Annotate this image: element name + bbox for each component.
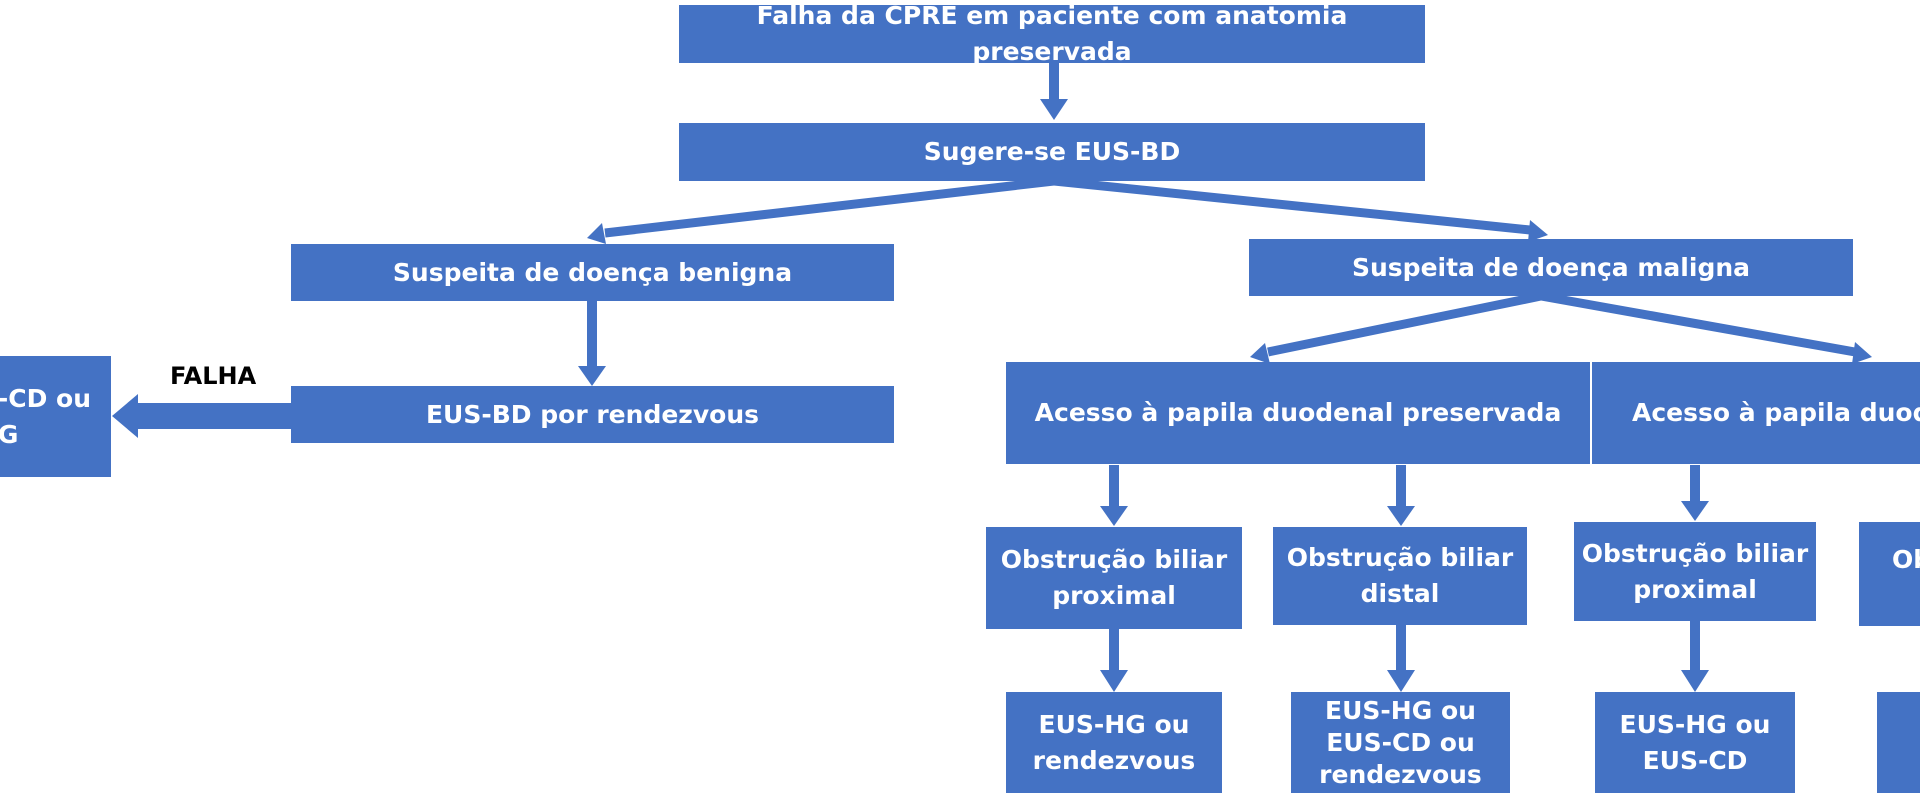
arrowhead-malign-to-papila-right xyxy=(1852,342,1872,364)
node-papila-right: Acesso à papila duoden xyxy=(1592,362,1920,464)
node-benign: Suspeita de doença benigna xyxy=(291,244,894,301)
node-eusbd: Sugere-se EUS-BD xyxy=(679,123,1425,181)
arrow-malign-to-papila-preserved xyxy=(1267,291,1542,357)
arrowhead-eusbd-to-malign xyxy=(1528,220,1548,242)
node-res-2: EUS-HG ou EUS-CD ou rendezvous xyxy=(1291,692,1510,793)
arrowhead-malign-to-papila-preserved xyxy=(1250,343,1270,364)
arrowhead-benign-to-rendezvous xyxy=(578,366,606,386)
arrow-malign-to-papila-right xyxy=(1540,291,1856,357)
arrowhead-papila-to-obs-dist-1 xyxy=(1387,506,1415,526)
node-left-partial: -CD ou G xyxy=(0,356,111,477)
arrowhead-papila-to-obs-prox-1 xyxy=(1100,506,1128,526)
arrowhead-obs-prox-2-to-res-3 xyxy=(1681,670,1709,692)
node-res-right-partial xyxy=(1877,692,1920,793)
node-res-1: EUS-HG ou rendezvous xyxy=(1006,692,1222,793)
edge-label-falha: FALHA xyxy=(170,362,257,390)
node-obs-prox-1: Obstrução biliar proximal xyxy=(986,527,1242,629)
arrowhead-papila-right-to-obs-prox-2 xyxy=(1681,501,1709,521)
arrowhead-root-to-eusbd xyxy=(1040,99,1068,120)
node-obs-dist-1: Obstrução biliar distal xyxy=(1273,527,1527,625)
arrowhead-obs-dist-1-to-res-2 xyxy=(1387,670,1415,692)
node-root: Falha da CPRE em paciente com anatomia p… xyxy=(679,1,1425,66)
node-res-3: EUS-HG ou EUS-CD xyxy=(1595,692,1795,793)
node-malign: Suspeita de doença maligna xyxy=(1249,239,1853,296)
node-obs-right-partial: Ob xyxy=(1859,522,1920,626)
arrowhead-eusbd-to-benign xyxy=(587,223,606,244)
arrowhead-rendezvous-to-left xyxy=(112,394,138,438)
arrowhead-obs-prox-1-to-res-1 xyxy=(1100,670,1128,692)
node-papila-preserved: Acesso à papila duodenal preservada xyxy=(1006,362,1590,464)
arrow-eusbd-to-benign xyxy=(604,176,1055,238)
node-obs-prox-2: Obstrução biliar proximal xyxy=(1574,522,1816,621)
arrow-rendezvous-to-left xyxy=(135,403,291,429)
arrow-eusbd-to-malign xyxy=(1053,176,1531,235)
node-rendezvous: EUS-BD por rendezvous xyxy=(291,386,894,443)
